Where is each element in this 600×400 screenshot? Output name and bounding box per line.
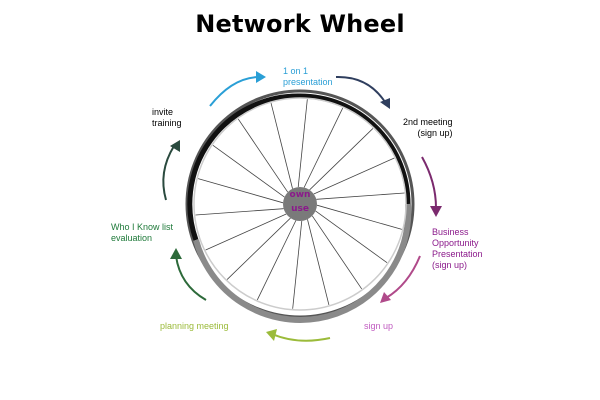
step-invite-training: invite training <box>152 107 182 129</box>
wheel-spoke <box>316 204 402 230</box>
wheel-inner-rim <box>193 97 407 311</box>
wheel-spoke <box>313 157 395 195</box>
hub-label-line1: own <box>289 190 311 200</box>
wheel-spoke <box>212 144 285 198</box>
arrowhead-4 <box>380 292 391 303</box>
arrowhead-6 <box>170 248 182 259</box>
arrow-4 <box>385 255 421 299</box>
arrow-7 <box>162 145 175 201</box>
arrow-5 <box>271 333 331 342</box>
wheel-spoke <box>303 107 344 188</box>
diagram-title: Network Wheel <box>195 10 405 38</box>
step-presentation: 1 on 1 presentation <box>283 66 333 88</box>
wheel-spoke <box>226 217 291 280</box>
wheel-spoke <box>237 118 289 193</box>
arrow-2 <box>335 75 386 103</box>
wheel-spoke <box>311 215 363 290</box>
arrowhead-1 <box>256 71 266 83</box>
step-second-meeting: 2nd meeting (sign up) <box>403 117 453 139</box>
hub-label: own use <box>280 188 320 216</box>
wheel-hub <box>283 187 317 221</box>
wheel-spokes <box>195 99 405 309</box>
step-line: Who I Know list <box>111 222 174 232</box>
wheel-spoke <box>297 99 308 188</box>
wheel-spoke <box>195 208 284 216</box>
step-line: Opportunity <box>432 238 479 248</box>
step-line: Business <box>432 227 469 237</box>
wheel-rim-light <box>193 203 412 323</box>
step-line: (sign up) <box>432 260 468 270</box>
arrowhead-2 <box>380 98 390 109</box>
wheel-spoke <box>309 128 374 191</box>
arrowhead-7 <box>170 140 180 152</box>
wheel-spoke <box>307 219 330 306</box>
step-line: 1 on 1 <box>283 66 309 76</box>
wheel-spoke <box>205 213 287 251</box>
step-line: Presentation <box>432 249 483 259</box>
arrow-3 <box>421 156 437 209</box>
arrow-1 <box>209 76 259 107</box>
step-line: presentation <box>283 77 333 87</box>
wheel-spoke <box>256 220 297 301</box>
step-line: evaluation <box>111 233 153 243</box>
step-line: planning meeting <box>160 321 229 331</box>
step-line: (sign up) <box>417 128 453 138</box>
wheel-rim-dark <box>187 93 411 241</box>
wheel-spoke <box>198 178 284 204</box>
wheel-spoke <box>292 220 303 309</box>
step-business-opportunity: Business Opportunity Presentation (sign … <box>432 227 483 271</box>
step-who-i-know: Who I Know list evaluation <box>111 222 173 244</box>
arrowhead-3 <box>430 206 442 217</box>
step-sign-up: sign up <box>364 321 393 332</box>
wheel-spoke <box>270 102 293 189</box>
wheel-spoke <box>315 210 388 264</box>
step-line: sign up <box>364 321 394 331</box>
arrowhead-5 <box>266 329 277 341</box>
step-line: training <box>152 118 182 128</box>
hub-label-line2: use <box>291 204 309 214</box>
step-line: invite <box>152 107 174 117</box>
step-planning-meeting: planning meeting <box>160 321 229 332</box>
step-line: 2nd meeting <box>403 117 453 127</box>
arrow-6 <box>175 255 207 301</box>
wheel-spoke <box>316 192 405 200</box>
